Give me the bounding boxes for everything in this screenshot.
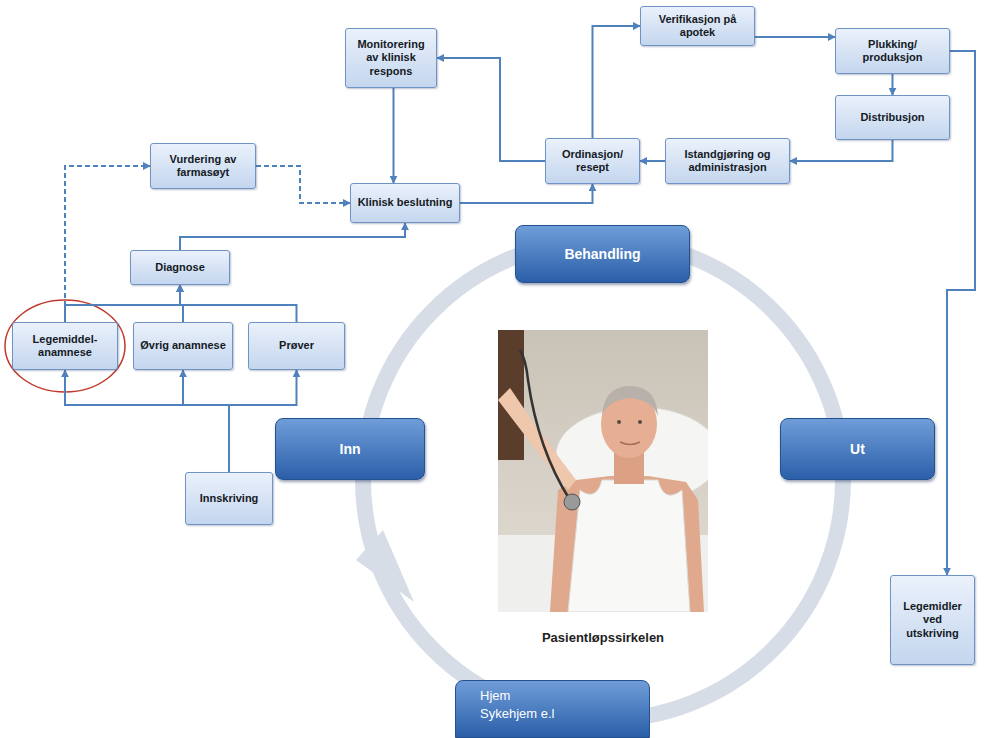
process-box: Monitorering av klinisk respons: [345, 28, 437, 88]
process-box: Legemiddel- anamnese: [12, 322, 118, 370]
stethoscope-head: [564, 494, 580, 510]
node-text: Istandgjøring og administrasjon: [671, 148, 784, 174]
patient-cycle-ring: [363, 240, 843, 720]
flow-arrow: [460, 184, 593, 203]
mouth: [620, 442, 640, 445]
node-text: Øvrig anamnese: [140, 339, 226, 352]
process-box: Diagnose: [130, 250, 230, 285]
patient-photo: [498, 330, 708, 612]
flow-arrow: [437, 58, 545, 161]
process-box: Prøver: [248, 322, 345, 370]
flow-arrow: [180, 285, 297, 322]
node-text: Hjem: [480, 687, 510, 705]
flow-arrow: [183, 370, 229, 472]
node-text: Klinisk beslutning: [358, 196, 453, 209]
node-text: Distribusjon: [860, 111, 924, 124]
node-text: Verifikasjon på apotek: [646, 13, 749, 39]
node-text: Legemiddel- anamnese: [18, 333, 112, 359]
phase-box: Behandling: [515, 225, 690, 283]
process-box: Ordinasjon/ resept: [545, 138, 640, 184]
flow-arrow: [65, 166, 150, 322]
process-box: Klinisk beslutning: [350, 183, 460, 223]
eye: [638, 420, 642, 424]
flow-arrow: [790, 140, 893, 161]
nurse-arm: [498, 388, 576, 490]
process-box: Plukking/ produksjon: [835, 28, 950, 74]
node-text: Behandling: [564, 246, 640, 263]
node-text: Plukking/ produksjon: [841, 38, 944, 64]
flow-arrow: [755, 36, 835, 38]
eye: [617, 420, 621, 424]
process-box: Distribusjon: [835, 95, 950, 140]
phase-box: HjemSykehjem e.l: [455, 680, 650, 738]
flow-arrow: [947, 51, 975, 575]
node-text: Diagnose: [155, 261, 205, 274]
cycle-arrowhead: [356, 530, 414, 602]
flow-arrow: [640, 160, 665, 162]
process-box: Verifikasjon på apotek: [640, 6, 755, 46]
node-text: Inn: [340, 441, 361, 458]
flow-arrow: [393, 88, 395, 183]
tank-top: [568, 480, 690, 612]
flow-arrow: [65, 370, 229, 472]
node-text: Sykehjem e.l: [480, 705, 554, 723]
hair: [602, 386, 658, 416]
flow-arrow: [180, 223, 405, 250]
phase-box: Ut: [780, 418, 935, 480]
process-box: Vurdering av farmasøyt: [150, 143, 256, 189]
node-text: Vurdering av farmasøyt: [156, 153, 250, 179]
flow-arrow: [593, 26, 641, 138]
flow-arrow: [256, 166, 350, 203]
process-box: Istandgjøring og administrasjon: [665, 138, 790, 184]
caption-label: Pasientløpssirkelen: [515, 630, 691, 645]
node-text: Prøver: [279, 339, 314, 352]
node-text: Monitorering av klinisk respons: [351, 38, 431, 78]
node-text: Innskriving: [200, 492, 259, 505]
node-text: Ordinasjon/ resept: [551, 148, 634, 174]
process-box: Innskriving: [185, 472, 273, 525]
process-box: Øvrig anamnese: [133, 322, 233, 370]
stethoscope-tube: [520, 350, 570, 500]
node-text: Legemidler ved utskriving: [896, 600, 969, 640]
node-text: Ut: [850, 441, 865, 458]
phase-box: Inn: [275, 418, 425, 480]
flow-arrow: [65, 285, 180, 322]
flow-arrow: [892, 74, 894, 95]
shoulders: [550, 476, 704, 612]
process-box: Legemidler ved utskriving: [890, 575, 975, 665]
